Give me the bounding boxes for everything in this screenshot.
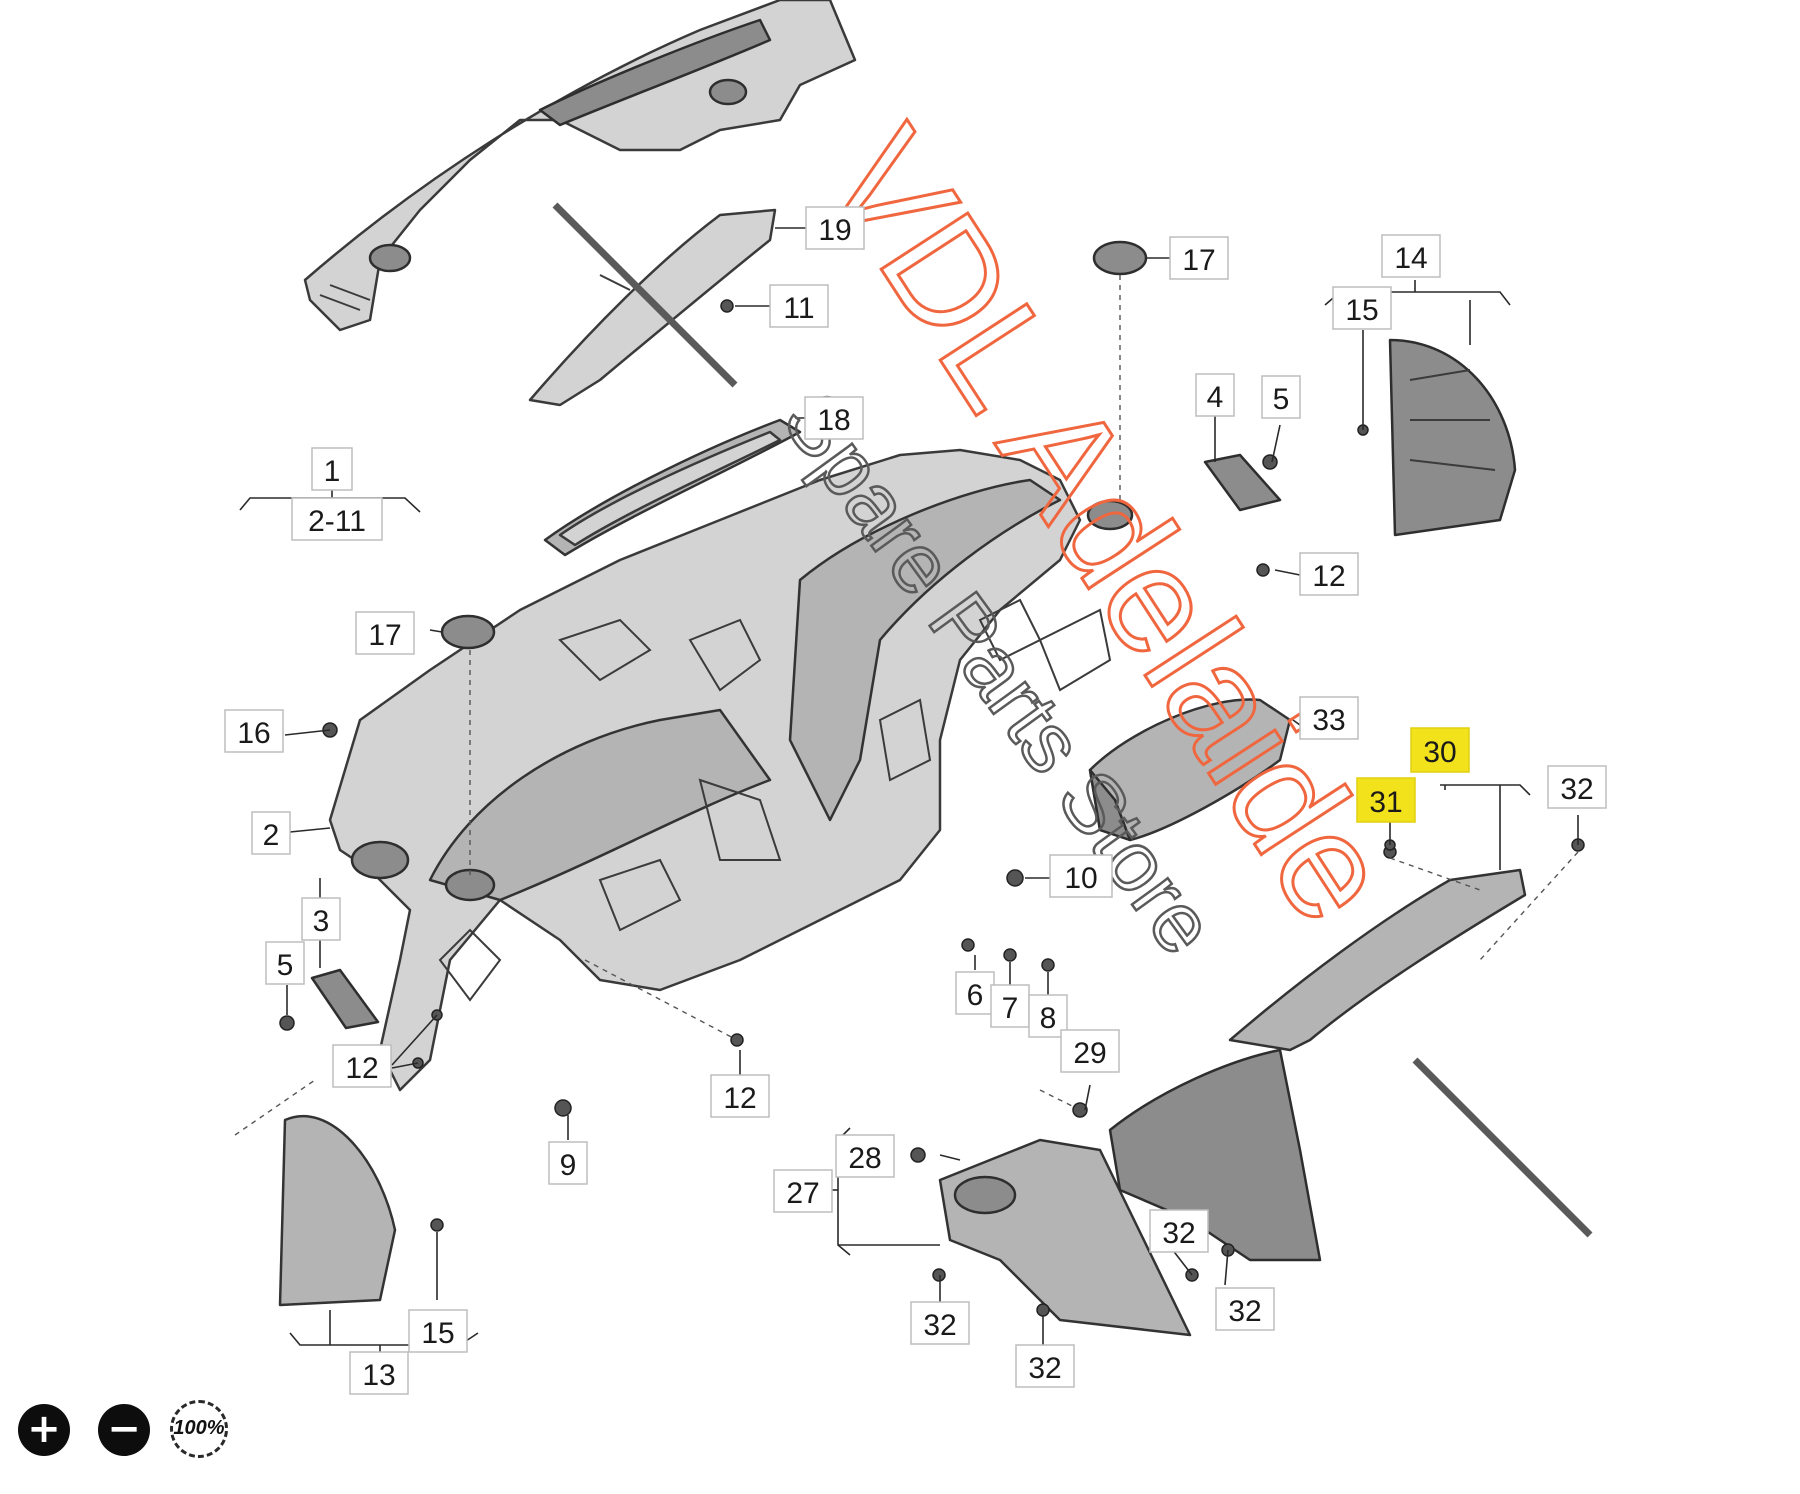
svg-text:19: 19 bbox=[818, 214, 851, 247]
bracket-4 bbox=[1203, 453, 1282, 512]
end-cover-left-13 bbox=[278, 1114, 397, 1307]
svg-text:4: 4 bbox=[1207, 381, 1224, 414]
svg-text:10: 10 bbox=[1064, 862, 1097, 895]
seal-frame-18 bbox=[543, 418, 802, 557]
svg-text:27: 27 bbox=[786, 1177, 819, 1210]
svg-text:17: 17 bbox=[1182, 244, 1215, 277]
svg-text:29: 29 bbox=[1073, 1037, 1106, 1070]
svg-text:32: 32 bbox=[923, 1309, 956, 1342]
callout-30[interactable]: 30 bbox=[1410, 727, 1470, 773]
svg-text:18: 18 bbox=[817, 404, 850, 437]
svg-text:12: 12 bbox=[1312, 560, 1345, 593]
plus-icon: + bbox=[27, 1406, 61, 1452]
svg-text:14: 14 bbox=[1394, 242, 1427, 275]
round-cover-17-left bbox=[440, 614, 496, 650]
callout-1[interactable]: 1 bbox=[311, 447, 353, 491]
fasteners bbox=[279, 299, 1585, 1317]
svg-text:6: 6 bbox=[967, 979, 984, 1012]
callout-32-lower-right[interactable]: 32 bbox=[1215, 1287, 1275, 1331]
callout-9[interactable]: 9 bbox=[548, 1141, 588, 1185]
svg-text:7: 7 bbox=[1002, 992, 1019, 1025]
callout-5-left[interactable]: 5 bbox=[265, 941, 305, 985]
zoom-reset-button[interactable]: 100% bbox=[170, 1400, 232, 1460]
upper-dash-trim-panel bbox=[303, 0, 857, 332]
svg-text:32: 32 bbox=[1228, 1295, 1261, 1328]
callout-12-center[interactable]: 12 bbox=[710, 1074, 770, 1118]
callout-32-mid[interactable]: 32 bbox=[1149, 1209, 1209, 1253]
knee-airbag-33 bbox=[1088, 698, 1292, 842]
reset-ring-icon bbox=[170, 1400, 228, 1458]
watermark-line-left bbox=[552, 202, 738, 388]
svg-text:32: 32 bbox=[1560, 773, 1593, 806]
callout-29[interactable]: 29 bbox=[1060, 1029, 1120, 1073]
callout-32-lower-center[interactable]: 32 bbox=[1015, 1344, 1075, 1388]
callout-15-right[interactable]: 15 bbox=[1332, 286, 1392, 330]
callout-7[interactable]: 7 bbox=[990, 984, 1030, 1028]
svg-text:5: 5 bbox=[277, 949, 294, 982]
svg-text:16: 16 bbox=[237, 717, 270, 750]
svg-text:12: 12 bbox=[723, 1082, 756, 1115]
callout-4[interactable]: 4 bbox=[1195, 373, 1235, 417]
dashboard-carrier-main bbox=[328, 448, 1134, 1092]
callout-labels: 1 2-11 2 3 4 5 5 6 bbox=[224, 206, 1607, 1395]
round-cover-17-top bbox=[1092, 240, 1148, 276]
callout-6[interactable]: 6 bbox=[955, 971, 995, 1015]
callout-32-lower-left[interactable]: 32 bbox=[910, 1301, 970, 1345]
svg-text:11: 11 bbox=[783, 292, 814, 325]
callout-18[interactable]: 18 bbox=[804, 396, 864, 440]
callout-14[interactable]: 14 bbox=[1381, 234, 1441, 278]
callout-33[interactable]: 33 bbox=[1299, 696, 1359, 740]
svg-text:17: 17 bbox=[368, 619, 401, 652]
callout-19[interactable]: 19 bbox=[805, 206, 865, 250]
svg-text:3: 3 bbox=[313, 905, 330, 938]
svg-text:8: 8 bbox=[1040, 1002, 1057, 1035]
svg-text:1: 1 bbox=[324, 455, 341, 488]
callout-16[interactable]: 16 bbox=[224, 709, 284, 753]
bracket-3 bbox=[310, 968, 380, 1030]
end-cover-right-14 bbox=[1388, 338, 1517, 537]
svg-text:12: 12 bbox=[345, 1052, 378, 1085]
watermark-line-right bbox=[1412, 1057, 1593, 1238]
callout-10[interactable]: 10 bbox=[1049, 854, 1113, 898]
svg-text:15: 15 bbox=[421, 1317, 454, 1350]
lower-trim-left-27 bbox=[938, 1138, 1192, 1337]
callout-11[interactable]: 11 bbox=[769, 284, 829, 328]
callout-12-left[interactable]: 12 bbox=[332, 1044, 392, 1088]
svg-text:2-11: 2-11 bbox=[308, 505, 366, 538]
leader-lines bbox=[234, 227, 1579, 1345]
svg-text:13: 13 bbox=[362, 1359, 395, 1392]
minus-icon: − bbox=[107, 1406, 141, 1452]
callout-28[interactable]: 28 bbox=[835, 1134, 895, 1178]
svg-text:9: 9 bbox=[560, 1149, 577, 1182]
callout-2[interactable]: 2 bbox=[251, 811, 291, 855]
callout-17-top[interactable]: 17 bbox=[1169, 236, 1229, 280]
svg-text:32: 32 bbox=[1162, 1217, 1195, 1250]
zoom-out-button[interactable]: − bbox=[98, 1404, 150, 1456]
svg-text:5: 5 bbox=[1273, 383, 1290, 416]
callout-27[interactable]: 27 bbox=[773, 1169, 833, 1213]
zoom-in-button[interactable]: + bbox=[18, 1404, 70, 1456]
zoom-reset-label: 100% bbox=[173, 1417, 225, 1439]
svg-text:32: 32 bbox=[1028, 1352, 1061, 1385]
svg-text:33: 33 bbox=[1312, 704, 1345, 737]
svg-text:15: 15 bbox=[1345, 294, 1378, 327]
callout-31[interactable]: 31 bbox=[1356, 777, 1416, 823]
lower-trim-right-30 bbox=[1108, 868, 1527, 1262]
callout-12-right[interactable]: 12 bbox=[1299, 552, 1359, 596]
pillar-trim-19 bbox=[528, 208, 777, 407]
svg-text:30: 30 bbox=[1423, 736, 1456, 769]
callout-13[interactable]: 13 bbox=[349, 1351, 409, 1395]
callout-3[interactable]: 3 bbox=[301, 897, 341, 941]
callout-15-left[interactable]: 15 bbox=[408, 1309, 468, 1353]
svg-text:28: 28 bbox=[848, 1142, 881, 1175]
callout-32-right[interactable]: 32 bbox=[1547, 765, 1607, 809]
svg-text:2: 2 bbox=[263, 819, 280, 852]
svg-text:31: 31 bbox=[1369, 786, 1402, 819]
callout-17-left[interactable]: 17 bbox=[355, 611, 415, 655]
callout-2-11[interactable]: 2-11 bbox=[291, 497, 383, 541]
callout-5-right[interactable]: 5 bbox=[1261, 375, 1301, 419]
